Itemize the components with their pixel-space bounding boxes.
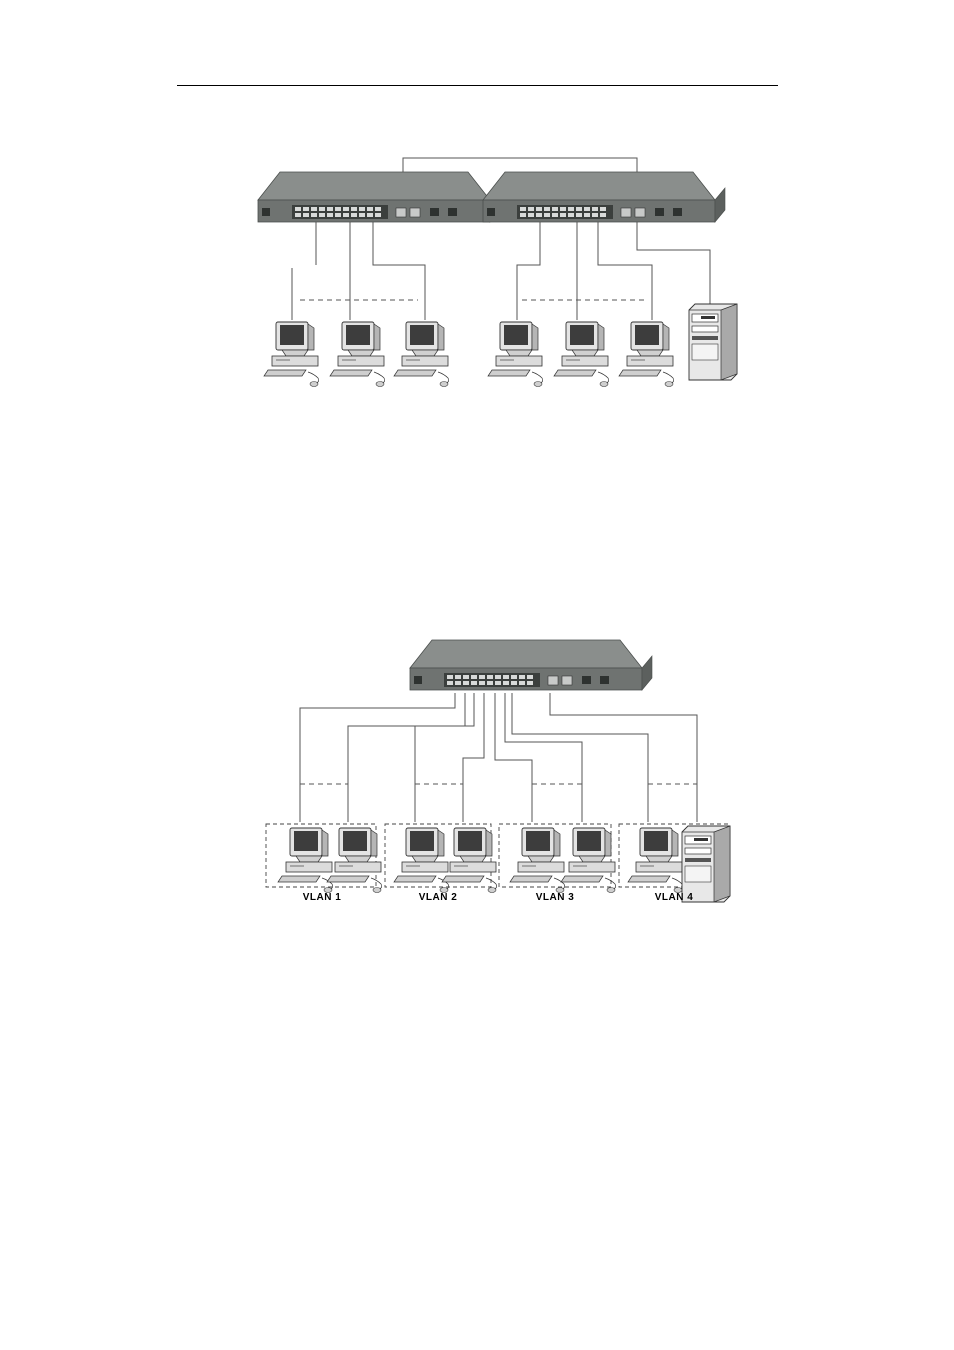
switch-icon	[410, 640, 652, 690]
desktop-computer-icon	[327, 828, 382, 893]
vlan-diagram	[300, 693, 697, 822]
switch-icon	[483, 172, 725, 222]
vlan-2-label: VLAN 2	[419, 892, 458, 903]
tower-server-icon	[682, 826, 730, 902]
vlan-4-label: VLAN 4	[655, 892, 694, 903]
desktop-computer-icon	[330, 322, 385, 387]
desktop-computer-icon	[394, 828, 449, 893]
desktop-computer-icon	[394, 322, 449, 387]
desktop-computer-icon	[510, 828, 565, 893]
desktop-computer-icon	[554, 322, 609, 387]
vlan-3-label: VLAN 3	[536, 892, 575, 903]
desktop-computer-icon	[278, 828, 333, 893]
switch-icon	[258, 172, 500, 222]
desktop-computer-icon	[442, 828, 497, 893]
desktop-computer-icon	[619, 322, 674, 387]
desktop-computer-icon	[488, 322, 543, 387]
desktop-computer-icon	[561, 828, 616, 893]
desktop-computer-icon	[628, 828, 683, 893]
vlan-1-label: VLAN 1	[303, 892, 342, 903]
desktop-computer-icon	[264, 322, 319, 387]
tower-server-icon	[689, 304, 737, 380]
